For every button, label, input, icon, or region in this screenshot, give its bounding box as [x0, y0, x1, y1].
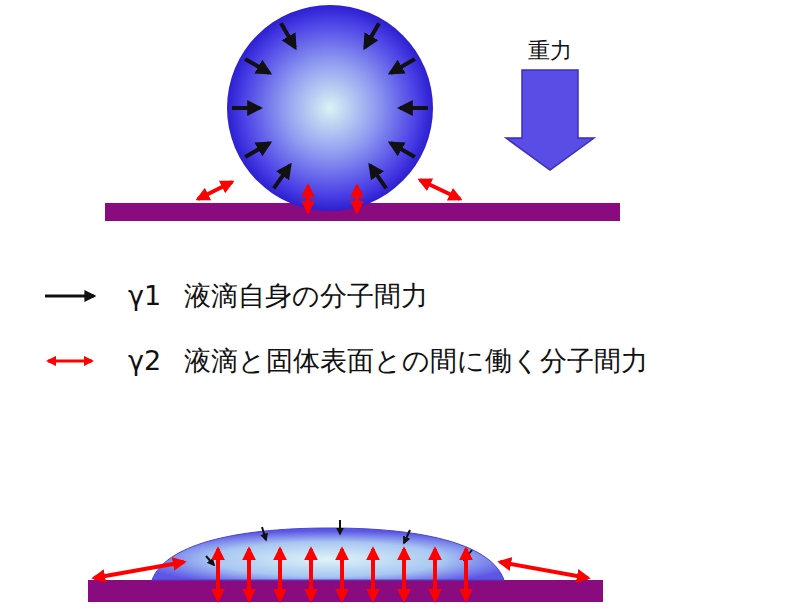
- gamma2-arrows: [94, 549, 588, 600]
- legend-text: γ1 液滴自身の分子間力: [128, 278, 428, 314]
- gravity-arrow: [506, 70, 594, 170]
- flat-droplet: [152, 528, 504, 580]
- solid-surface: [88, 580, 603, 602]
- gamma1-arrows: [206, 520, 472, 565]
- gravity-label: 重力: [528, 36, 572, 66]
- legend-sample-double-arrow: [48, 360, 92, 363]
- spherical-droplet: [227, 5, 433, 211]
- gamma1-arrows: [232, 23, 428, 188]
- gamma2-arrows: [198, 180, 460, 212]
- legend-sample-arrow: [45, 295, 94, 298]
- legend-text: γ2 液滴と固体表面との間に働く分子間力: [128, 343, 648, 379]
